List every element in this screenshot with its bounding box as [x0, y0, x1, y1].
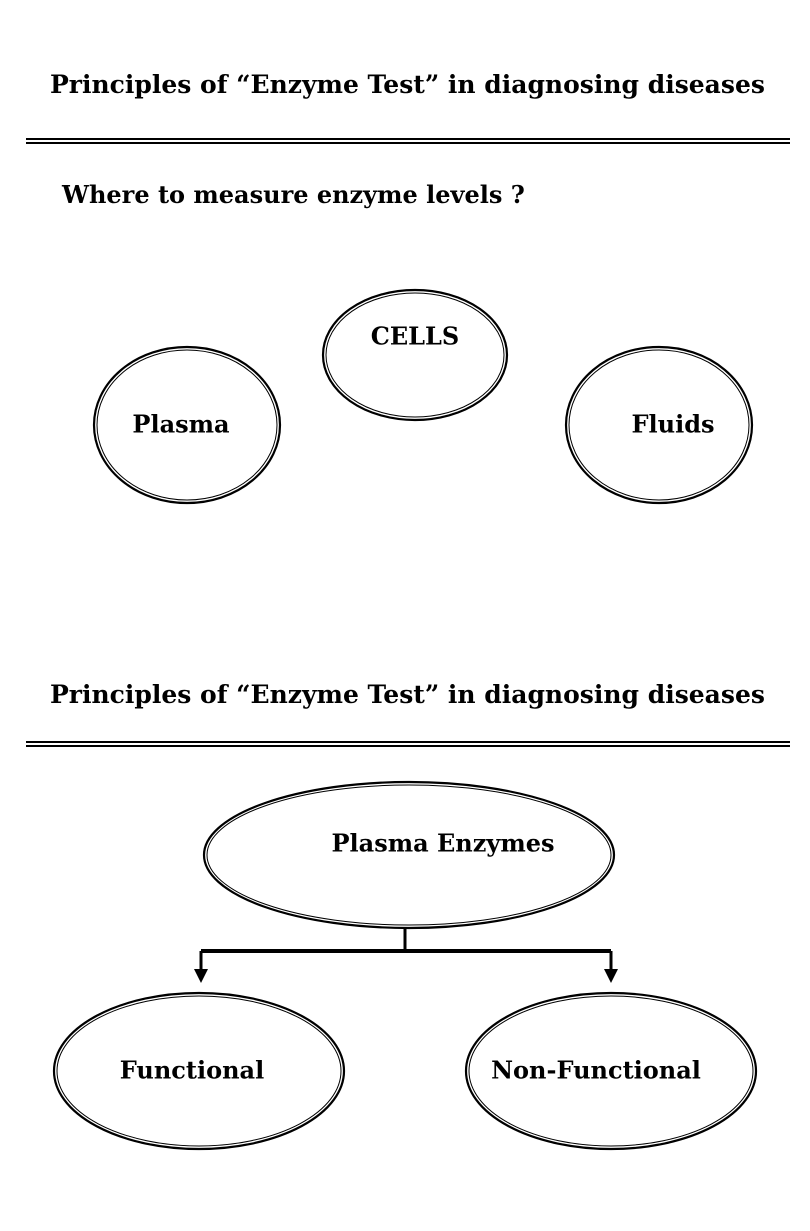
- node-cells-label: CELLS: [371, 322, 459, 351]
- measurement-sites-diagram: CELLS Plasma Fluids: [92, 288, 754, 505]
- node-fluids: Fluids: [564, 345, 754, 505]
- arrowhead-right: [604, 969, 618, 983]
- question-subheading: Where to measure enzyme levels ?: [62, 180, 525, 209]
- slide-title: Principles of “Enzyme Test” in diagnosin…: [50, 680, 765, 709]
- plasma-enzymes-tree-diagram: Plasma Enzymes Functional Non-Functional: [52, 780, 758, 1151]
- node-plasma: Plasma: [92, 345, 282, 505]
- node-functional: Functional: [52, 991, 346, 1151]
- node-fluids-label: Fluids: [631, 410, 714, 439]
- node-plasma-enzymes-label: Plasma Enzymes: [331, 829, 554, 858]
- node-plasma-enzymes: Plasma Enzymes: [202, 780, 616, 930]
- node-plasma-label: Plasma: [132, 410, 229, 439]
- double-rule-divider: [26, 741, 790, 747]
- node-non-functional: Non-Functional: [464, 991, 758, 1151]
- node-cells: CELLS: [321, 288, 509, 422]
- slide-title: Principles of “Enzyme Test” in diagnosin…: [50, 70, 765, 99]
- branch-connector: [194, 928, 618, 983]
- node-non-functional-label: Non-Functional: [491, 1056, 701, 1085]
- slide-plasma-enzymes: Principles of “Enzyme Test” in diagnosin…: [0, 640, 810, 1231]
- arrowhead-left: [194, 969, 208, 983]
- node-functional-label: Functional: [120, 1056, 264, 1085]
- slide-where-to-measure: Principles of “Enzyme Test” in diagnosin…: [0, 0, 810, 610]
- double-rule-divider: [26, 138, 790, 144]
